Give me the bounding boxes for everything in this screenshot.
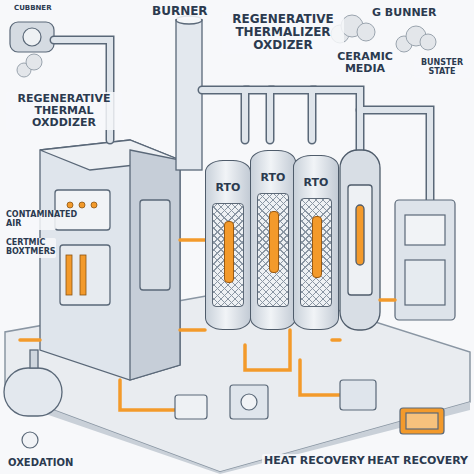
part-label: HEAT RECOVERY	[365, 454, 470, 468]
part-label: REGENERATIVE THERMALIZER OXDIZER	[222, 12, 344, 54]
part-label: BURNER	[150, 4, 210, 19]
part-label: CUBBNER	[12, 4, 54, 14]
part-label: G BUNNER	[370, 6, 439, 20]
part-label: BUNSTER STATE	[414, 58, 470, 78]
heat-stripe	[312, 216, 322, 278]
part-label: REGENERATIVE THERMAL OXDDIZER	[6, 92, 122, 130]
part-label: CONTAMINATED AIR	[4, 210, 56, 230]
part-label: HEAT RECOVERY	[262, 454, 367, 468]
heat-stripe	[224, 221, 234, 283]
heat-stripe	[269, 211, 279, 273]
rto-vessel: RTO	[205, 160, 251, 330]
vessel-label: RTO	[206, 181, 250, 194]
part-label: CERTMIC BOXTMERS	[4, 238, 56, 258]
part-label: OXEDATION	[6, 456, 75, 469]
vessel-label: RTO	[294, 176, 338, 189]
rto-vessel: RTO	[250, 150, 296, 330]
vessel-label: RTO	[251, 171, 295, 184]
rto-vessel: RTO	[293, 155, 339, 330]
part-label: CERAMIC MEDIA	[330, 50, 400, 76]
